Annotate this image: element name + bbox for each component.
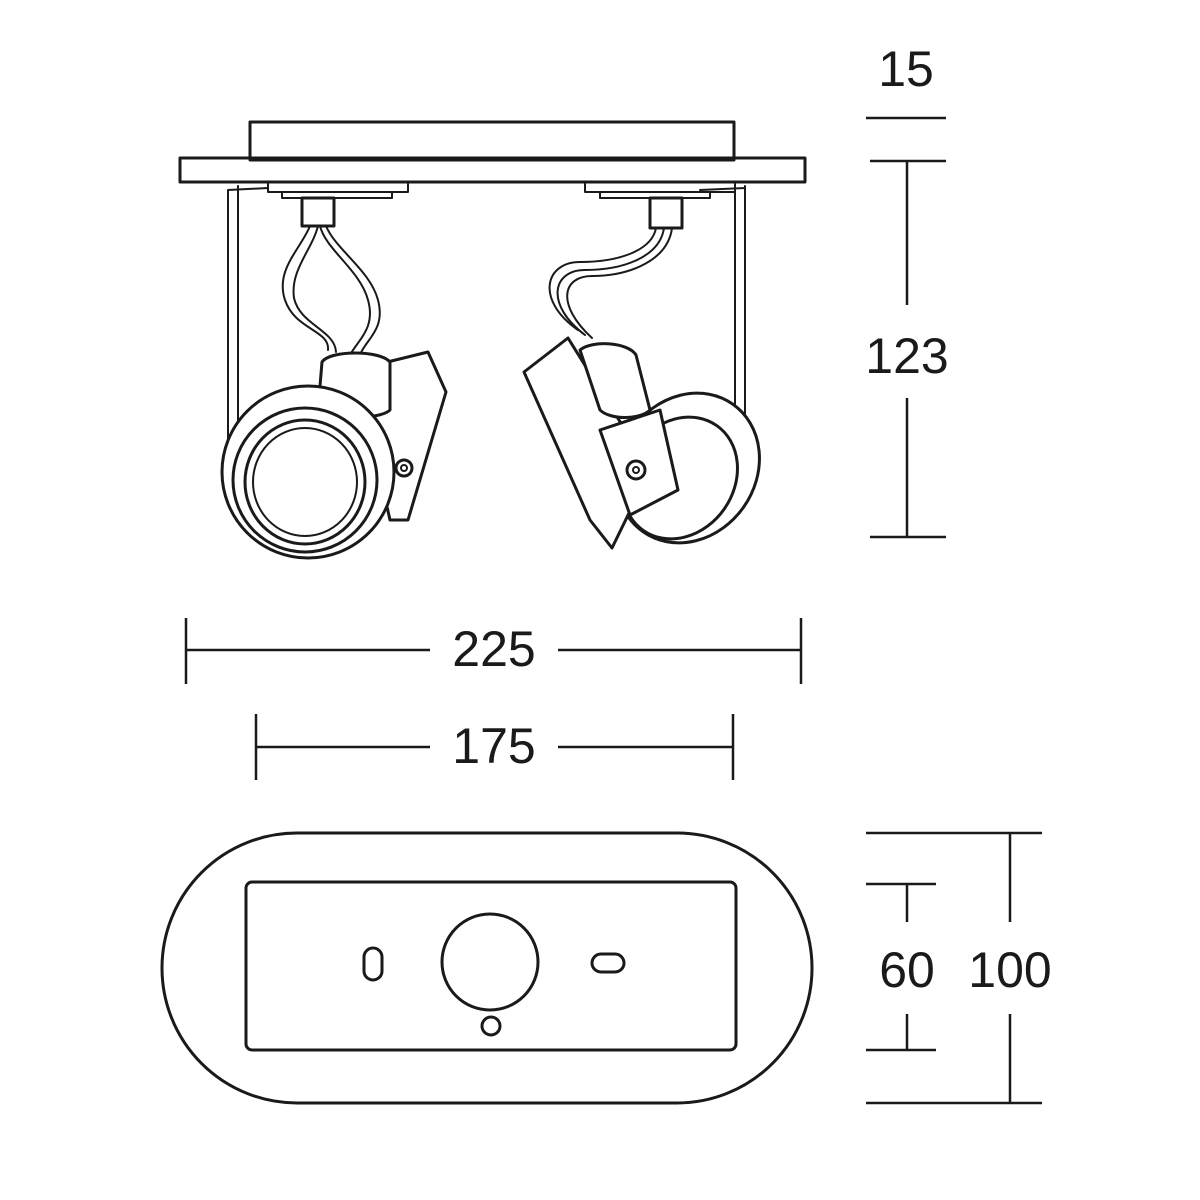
oval-canopy	[160, 831, 814, 1105]
right-bracket	[548, 181, 746, 421]
dim-label-123: 123	[865, 328, 948, 384]
dim-mounting-width: 175	[254, 714, 735, 780]
dim-height: 123	[865, 161, 949, 539]
dim-overall-width: 225	[184, 618, 803, 684]
ceiling-plate-bottom	[178, 156, 807, 184]
right-spotlight	[522, 336, 761, 550]
dim-overall-depth: 100	[866, 831, 1052, 1105]
dim-label-15: 15	[878, 41, 934, 97]
mounting-plate	[244, 880, 738, 1052]
dim-label-225: 225	[452, 621, 535, 677]
dim-plate-height: 60	[866, 882, 936, 1052]
right-slot	[590, 952, 626, 974]
center-hole	[440, 912, 540, 1012]
bottom-view	[160, 831, 814, 1105]
dim-base-thickness: 15	[866, 41, 946, 163]
front-view	[178, 120, 807, 560]
ceiling-plate-top	[248, 120, 736, 162]
dim-label-100: 100	[968, 942, 1051, 998]
small-hole	[480, 1015, 502, 1037]
dim-label-175: 175	[452, 718, 535, 774]
left-spotlight	[220, 350, 448, 560]
dim-label-60: 60	[879, 942, 935, 998]
left-slot	[362, 946, 384, 982]
